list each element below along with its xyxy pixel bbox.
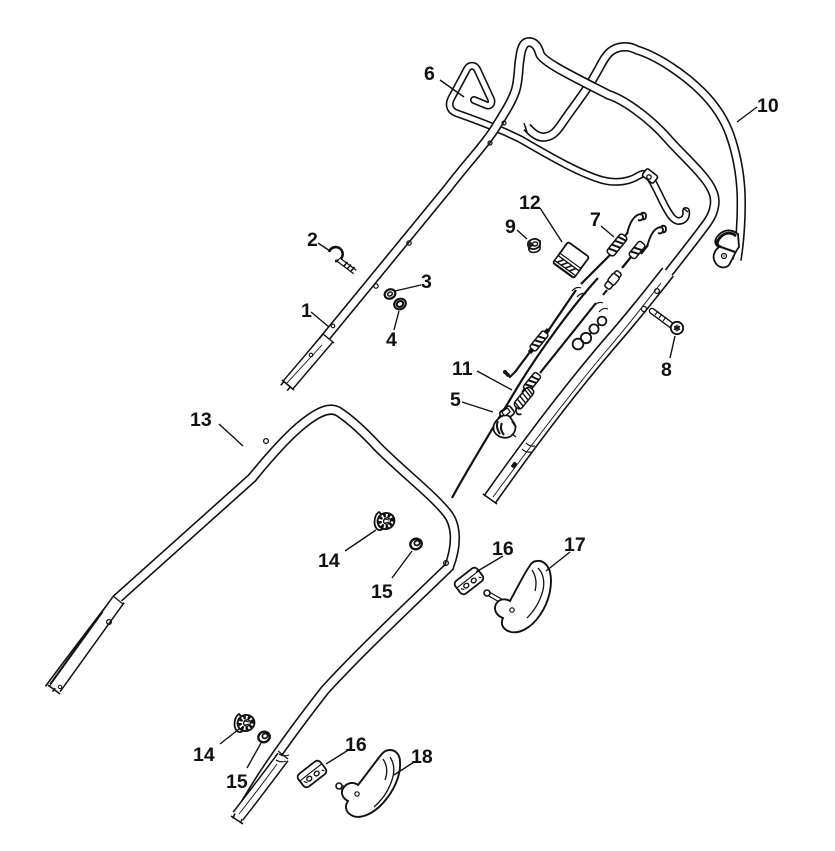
- svg-text:10: 10: [757, 95, 779, 117]
- svg-text:12: 12: [519, 192, 541, 214]
- svg-text:6: 6: [424, 63, 435, 85]
- svg-text:15: 15: [226, 771, 248, 793]
- svg-text:4: 4: [386, 329, 397, 351]
- svg-text:14: 14: [318, 550, 340, 572]
- svg-text:1: 1: [301, 300, 312, 322]
- svg-text:9: 9: [505, 216, 516, 238]
- svg-text:14: 14: [193, 744, 215, 766]
- svg-text:2: 2: [307, 229, 318, 251]
- svg-text:17: 17: [564, 534, 586, 556]
- svg-text:11: 11: [452, 358, 473, 380]
- svg-text:16: 16: [492, 538, 514, 560]
- svg-text:5: 5: [450, 389, 461, 411]
- svg-text:13: 13: [190, 409, 212, 431]
- svg-text:15: 15: [371, 581, 393, 603]
- svg-text:18: 18: [411, 746, 433, 768]
- svg-text:3: 3: [421, 271, 432, 293]
- svg-text:8: 8: [661, 359, 672, 381]
- svg-text:16: 16: [345, 734, 367, 756]
- svg-text:7: 7: [590, 209, 601, 231]
